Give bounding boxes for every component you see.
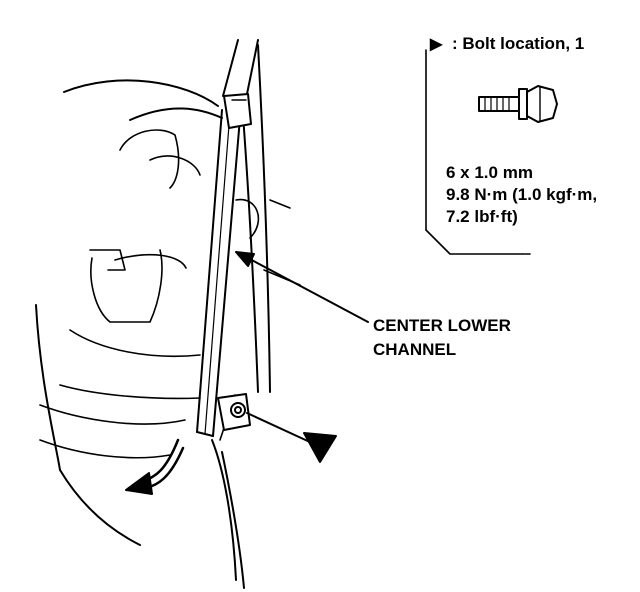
- part-label-line1: CENTER LOWER: [373, 316, 511, 335]
- part-label-line2: CHANNEL: [373, 340, 457, 359]
- spec-frame: [425, 49, 531, 255]
- channel-leader-line: [235, 251, 369, 323]
- legend-text: : Bolt location, 1: [452, 34, 585, 53]
- bolt-size: 6 x 1.0 mm: [446, 163, 533, 182]
- bolt-marker-icon: ▶: [430, 36, 443, 53]
- door-inner-panel: [39, 129, 301, 459]
- door-frame: [35, 39, 271, 589]
- bolt-location-arrow: [246, 412, 337, 463]
- removal-direction-arrow: [125, 438, 185, 495]
- bolt-location: [230, 402, 246, 418]
- bolt-illustration: [478, 85, 558, 123]
- bolt-torque-lbf: 7.2 lbf·ft): [446, 207, 518, 226]
- center-lower-channel: [196, 93, 252, 437]
- bolt-torque-nm: 9.8 N·m (1.0 kgf·m,: [446, 185, 598, 204]
